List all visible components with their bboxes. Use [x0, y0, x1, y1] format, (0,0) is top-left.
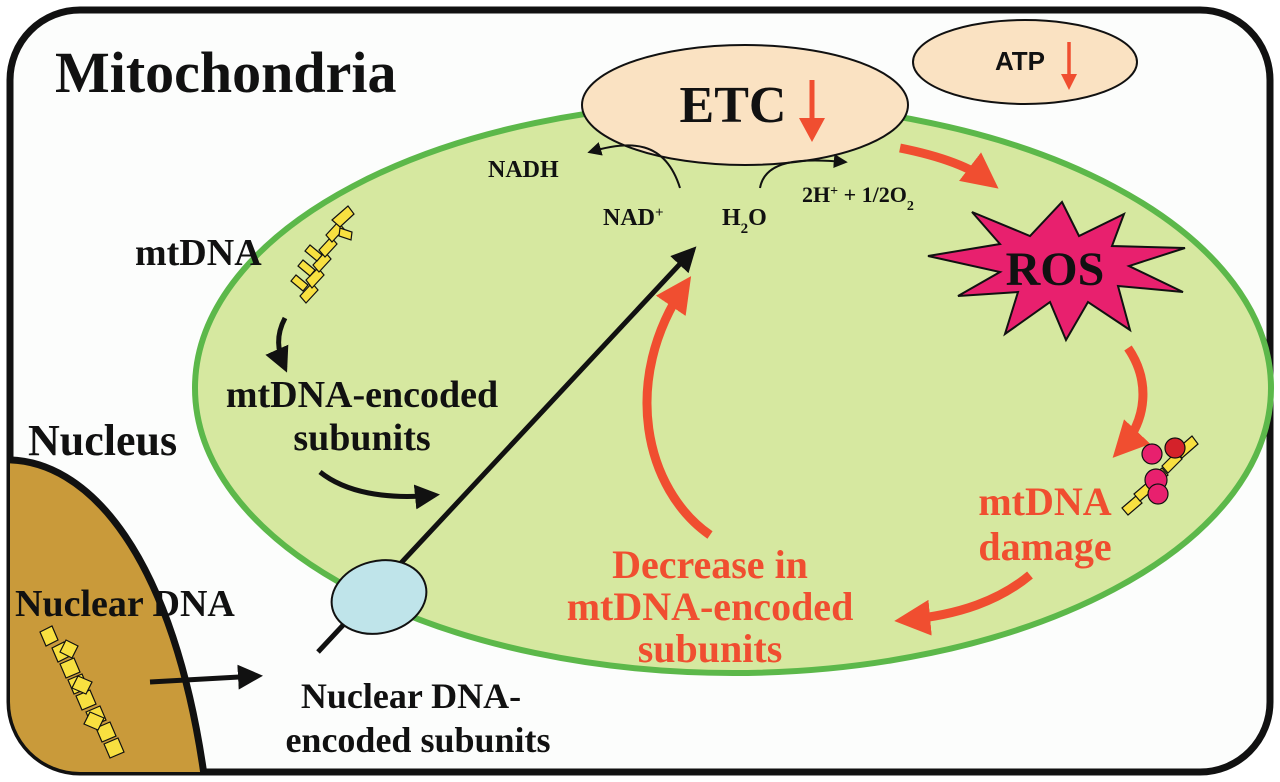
decrease-label-line2: mtDNA-encoded: [567, 584, 854, 629]
decrease-to-etc-arrow: [642, 276, 713, 539]
mtdna-label: mtDNA: [135, 232, 262, 274]
atp-label: ATP: [995, 46, 1045, 76]
atp-bubble: [912, 19, 1138, 105]
nuclear-to-subunits-arrow: [149, 664, 263, 690]
ros-to-damage-arrow: [1112, 345, 1151, 458]
mitochondria-title: Mitochondria: [55, 40, 397, 105]
mtdna-to-subunits-arrow: [265, 316, 289, 373]
mtdna-encoded-label-line2: subunits: [293, 417, 430, 459]
down-arrow-icon: [799, 80, 825, 142]
nadh-label: NADH: [488, 157, 559, 183]
decrease-label-line1: Decrease in: [612, 542, 808, 587]
nuclear-encoded-label-line1: Nuclear DNA-: [301, 676, 521, 716]
mtdna-damage-label-line1: mtDNA: [978, 479, 1111, 524]
mtdna-helix-icon: [290, 205, 355, 304]
nucleus-shape: [10, 456, 210, 772]
products-label: 2H+ + 1/2O2: [802, 182, 914, 214]
h2o-label: H2O: [722, 205, 767, 237]
ros-label: ROS: [1006, 243, 1105, 296]
damaged-mtdna-icon: [1121, 435, 1199, 516]
subunits-to-etc-arrow: [318, 470, 440, 510]
etc-to-ros-arrow: [899, 143, 999, 189]
nuclear-encoded-label-line2: encoded subunits: [285, 720, 550, 760]
import-channel: [330, 559, 428, 635]
etc-complex: [581, 44, 909, 166]
nad-to-nadh-arrow: [587, 142, 681, 189]
mtdna-encoded-label-line1: mtDNA-encoded: [226, 374, 498, 416]
ros-burst: [927, 200, 1186, 343]
nuclear-dna-helix-icon: [39, 625, 125, 759]
down-arrow-icon: [1061, 42, 1077, 90]
etc-label: ETC: [680, 77, 787, 134]
nad-label: NAD+: [603, 205, 664, 231]
mtdna-damage-label-line2: damage: [978, 524, 1111, 569]
h2o-to-products-arrow: [759, 154, 848, 189]
nucleus-label: Nucleus: [28, 416, 177, 465]
decrease-label-line3: subunits: [638, 626, 783, 671]
damage-to-decrease-arrow: [894, 571, 1033, 636]
nuclear-dna-label: Nuclear DNA: [15, 583, 235, 625]
